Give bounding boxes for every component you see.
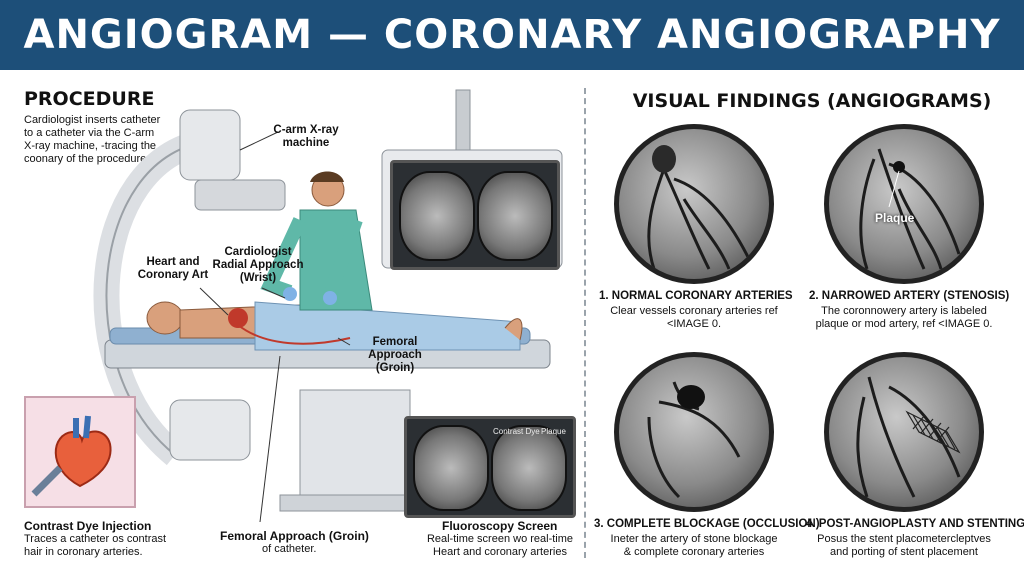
contrast-title: Contrast Dye Injection — [24, 519, 152, 533]
contrast-text: Traces a catheter os contrast hair in co… — [24, 533, 167, 558]
angiogram-normal — [614, 124, 774, 284]
label-carm: C-arm X-ray machine — [273, 124, 339, 149]
label-radial: Cardiologist Radial Approach (Wrist) — [212, 246, 304, 284]
procedure-heading: PROCEDURE — [24, 88, 155, 110]
fluoro-text: Real-time screen wo real-time Heart and … — [426, 533, 574, 558]
xray-detector — [194, 179, 286, 211]
contrast-inset — [24, 396, 136, 508]
syringe-icon — [31, 465, 63, 497]
fluoro-overlay-left: Contrast Dye — [493, 427, 540, 436]
monitor-angio-right — [477, 171, 553, 261]
catheter-path — [237, 324, 351, 345]
fluoro-angio-left — [413, 425, 489, 511]
finding-2-text: The coronnowery artery is labeled plaque… — [815, 305, 993, 330]
finding-4-title: 4. POST-ANGIOPLASTY AND STENTING — [806, 518, 1024, 530]
finding-3-text: Ineter the artery of stone blockage & co… — [610, 533, 778, 558]
table-base — [299, 389, 411, 501]
femoral-bottom-title: Femoral Approach (Groin) — [220, 529, 369, 543]
monitor-angio-left — [399, 171, 475, 261]
xray-tube — [179, 109, 241, 181]
page-title: ANGIOGRAM — CORONARY ANGIOGRAPHY — [23, 12, 1001, 58]
finding-3-title: 3. COMPLETE BLOCKAGE (OCCLUSION) — [594, 518, 820, 530]
angiogram-occlusion — [614, 352, 774, 512]
section-divider — [584, 88, 586, 558]
femoral-bottom-text: of catheter. — [262, 543, 317, 555]
angiogram-stenosis: Plaque — [824, 124, 984, 284]
procedure-description: Cardiologist inserts catheter to a cathe… — [24, 114, 161, 165]
fluoroscopy-screen: Contrast Dye Plaque — [404, 416, 576, 518]
label-femoral: Femoral Approach (Groin) — [368, 336, 422, 374]
finding-1-text: Clear vessels coronary arteries ref <IMA… — [610, 305, 778, 330]
fluoro-overlay-right: Plaque — [541, 427, 566, 436]
finding-2-title: 2. NARROWED ARTERY (STENOSIS) — [809, 290, 1010, 302]
stent-mesh — [905, 410, 961, 454]
angiogram-stent — [824, 352, 984, 512]
label-heart: Heart and Coronary Art — [137, 256, 209, 281]
finding-1-title: 1. NORMAL CORONARY ARTERIES — [599, 290, 793, 302]
fluoro-title: Fluoroscopy Screen — [442, 519, 558, 533]
title-banner: ANGIOGRAM — CORONARY ANGIOGRAPHY — [0, 0, 1024, 70]
plaque-annotation: Plaque — [875, 211, 915, 225]
heart-icon — [228, 308, 248, 328]
fluoro-angio-right — [491, 425, 567, 511]
findings-heading: VISUAL FINDINGS (ANGIOGRAMS) — [632, 90, 992, 112]
overhead-monitor — [390, 160, 560, 270]
finding-4-text: Posus the stent placometercleptves and p… — [817, 533, 991, 558]
patient-head — [146, 301, 184, 335]
heart-illustration — [31, 415, 112, 497]
